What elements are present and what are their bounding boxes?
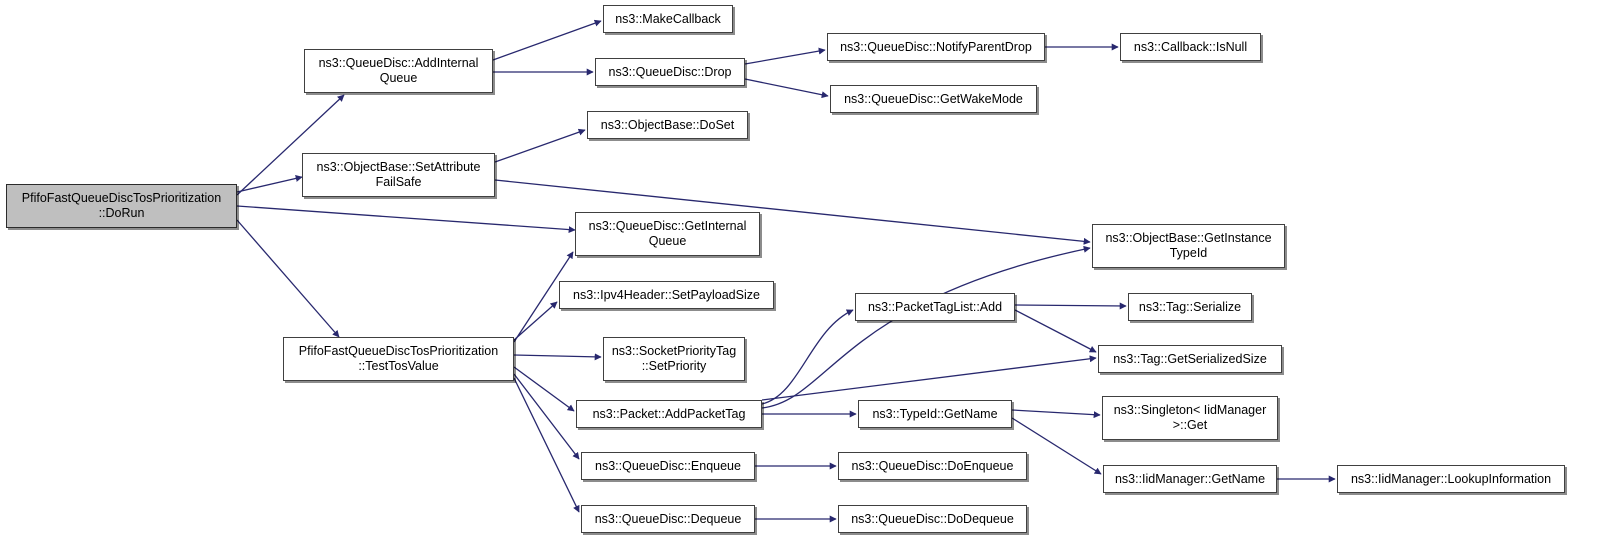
graph-node[interactable]: ns3::MakeCallback xyxy=(603,5,733,33)
graph-node[interactable]: ns3::Singleton< IidManager >::Get xyxy=(1102,396,1278,440)
graph-node-label: PfifoFastQueueDiscTosPrioritization ::Do… xyxy=(21,191,222,220)
graph-node[interactable]: ns3::QueueDisc::GetInternal Queue xyxy=(575,212,760,256)
graph-node[interactable]: ns3::QueueDisc::Enqueue xyxy=(581,452,755,480)
graph-node[interactable]: ns3::QueueDisc::DoDequeue xyxy=(838,505,1027,533)
graph-node-root[interactable]: PfifoFastQueueDiscTosPrioritization ::Do… xyxy=(6,184,237,228)
graph-node[interactable]: ns3::PacketTagList::Add xyxy=(855,293,1015,321)
call-edge xyxy=(492,19,602,61)
graph-node-label: ns3::Ipv4Header::SetPayloadSize xyxy=(573,287,760,302)
graph-node-label: ns3::QueueDisc::GetInternal Queue xyxy=(588,219,747,248)
graph-node-label: ns3::QueueDisc::Enqueue xyxy=(595,458,741,473)
graph-node-label: ns3::QueueDisc::DoDequeue xyxy=(851,511,1014,526)
graph-node[interactable]: ns3::Ipv4Header::SetPayloadSize xyxy=(559,281,774,309)
call-edge xyxy=(236,219,340,338)
graph-node-label: ns3::PacketTagList::Add xyxy=(867,299,1003,314)
call-edge xyxy=(513,373,580,460)
graph-node[interactable]: ns3::QueueDisc::GetWakeMode xyxy=(830,85,1037,113)
call-edge xyxy=(513,377,580,513)
graph-node-label: ns3::Tag::Serialize xyxy=(1138,299,1242,314)
graph-node-label: ns3::QueueDisc::DoEnqueue xyxy=(851,458,1014,473)
graph-node-label: ns3::Tag::GetSerializedSize xyxy=(1113,351,1267,366)
graph-node-label: ns3::SocketPriorityTag ::SetPriority xyxy=(611,344,737,373)
graph-node-label: ns3::QueueDisc::NotifyParentDrop xyxy=(840,39,1032,54)
graph-node-label: ns3::ObjectBase::GetInstance TypeId xyxy=(1105,231,1272,260)
graph-node-label: ns3::Callback::IsNull xyxy=(1133,39,1248,54)
graph-node[interactable]: ns3::IidManager::LookupInformation xyxy=(1337,465,1565,493)
graph-node[interactable]: ns3::ObjectBase::DoSet xyxy=(587,111,748,139)
call-edge xyxy=(761,309,854,405)
graph-node-label: ns3::IidManager::GetName xyxy=(1114,471,1266,486)
graph-node-label: ns3::Singleton< IidManager >::Get xyxy=(1113,403,1267,432)
call-edge xyxy=(513,353,602,361)
call-edge xyxy=(761,245,1091,409)
graph-node[interactable]: ns3::Tag::GetSerializedSize xyxy=(1098,345,1282,373)
graph-node-label: ns3::QueueDisc::Dequeue xyxy=(594,511,742,526)
call-edge xyxy=(744,78,829,99)
call-edge xyxy=(1011,409,1101,419)
call-edge xyxy=(1014,309,1097,353)
call-edge xyxy=(513,301,558,341)
graph-node-label: ns3::TypeId::GetName xyxy=(872,406,998,421)
call-edge xyxy=(494,128,586,163)
graph-node[interactable]: ns3::QueueDisc::Drop xyxy=(595,58,745,86)
graph-node[interactable]: ns3::ObjectBase::GetInstance TypeId xyxy=(1092,224,1285,268)
graph-node[interactable]: ns3::Packet::AddPacketTag xyxy=(576,400,762,428)
graph-node[interactable]: ns3::IidManager::GetName xyxy=(1103,465,1277,493)
graph-node-label: ns3::Packet::AddPacketTag xyxy=(592,406,746,421)
graph-node[interactable]: ns3::QueueDisc::Dequeue xyxy=(581,505,755,533)
graph-node-label: ns3::MakeCallback xyxy=(615,11,721,26)
graph-node-label: ns3::QueueDisc::GetWakeMode xyxy=(844,91,1023,106)
graph-node[interactable]: PfifoFastQueueDiscTosPrioritization ::Te… xyxy=(283,337,514,381)
graph-node-label: ns3::QueueDisc::Drop xyxy=(608,64,732,79)
graph-node[interactable]: ns3::ObjectBase::SetAttribute FailSafe xyxy=(302,153,495,197)
call-edge xyxy=(236,175,303,193)
graph-node-label: PfifoFastQueueDiscTosPrioritization ::Te… xyxy=(298,344,499,373)
call-edge xyxy=(761,355,1097,401)
call-edge xyxy=(513,366,575,412)
call-edge xyxy=(236,205,576,234)
call-edge xyxy=(1014,302,1127,310)
call-edge xyxy=(744,47,826,65)
graph-node-label: ns3::ObjectBase::DoSet xyxy=(600,117,735,132)
graph-node[interactable]: ns3::TypeId::GetName xyxy=(858,400,1012,428)
graph-node-label: ns3::ObjectBase::SetAttribute FailSafe xyxy=(316,160,481,189)
graph-node[interactable]: ns3::SocketPriorityTag ::SetPriority xyxy=(603,337,745,381)
graph-node[interactable]: ns3::Tag::Serialize xyxy=(1128,293,1252,321)
graph-node-label: ns3::IidManager::LookupInformation xyxy=(1350,471,1552,486)
graph-node-label: ns3::QueueDisc::AddInternal Queue xyxy=(318,56,479,85)
graph-node[interactable]: ns3::QueueDisc::NotifyParentDrop xyxy=(827,33,1045,61)
graph-node[interactable]: ns3::QueueDisc::DoEnqueue xyxy=(838,452,1027,480)
graph-node[interactable]: ns3::Callback::IsNull xyxy=(1120,33,1261,61)
graph-node[interactable]: ns3::QueueDisc::AddInternal Queue xyxy=(304,49,493,93)
